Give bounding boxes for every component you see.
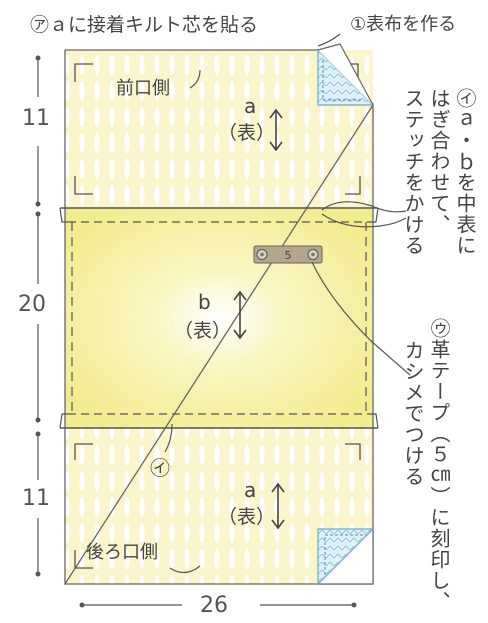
step-title: ①表布を作る (350, 14, 457, 35)
panel-top-part: a (244, 94, 257, 118)
dim-width: 26 (200, 593, 228, 618)
dim-middle: 20 (18, 292, 46, 317)
folded-corner-top (317, 43, 375, 106)
grain-arrows (233, 108, 285, 530)
panel-middle-b (65, 208, 373, 428)
edge-label-front: 前口側 (116, 78, 170, 99)
leather-tape (253, 245, 323, 264)
edge-label-back: 後ろ口側 (86, 542, 158, 563)
dim-top: 11 (22, 106, 50, 131)
note-i-col1: ㋑ａ・ｂを中表に (453, 88, 477, 256)
note-u-col1: ㋒革テープ（５㎝）に刻印し、 (427, 318, 451, 612)
panel-bottom-side: （表） (218, 506, 276, 528)
panel-top-side: （表） (218, 122, 276, 144)
dim-bottom: 11 (22, 486, 50, 511)
fabric-outline (63, 49, 374, 585)
tape-stamp: 5 (285, 249, 292, 262)
panel-middle-part: b (198, 290, 211, 314)
note-i-col3: ステッチをかける (401, 88, 425, 256)
panel-bottom-part: a (244, 478, 257, 502)
stitch-marker: ㋑ (150, 456, 170, 480)
seam-bottom (59, 413, 379, 429)
dimension-lines (37, 58, 354, 606)
leader-lines (164, 33, 411, 574)
panel-middle-side: （表） (174, 320, 232, 342)
note-u-col2: カシメでつける (401, 340, 425, 487)
dimension-endpoints (35, 55, 357, 608)
note-a: ㋐ａに接着キルト芯を貼る (30, 14, 259, 36)
note-i-col2: はぎ合わせて、 (427, 88, 451, 235)
folded-corner-bottom (316, 527, 375, 586)
